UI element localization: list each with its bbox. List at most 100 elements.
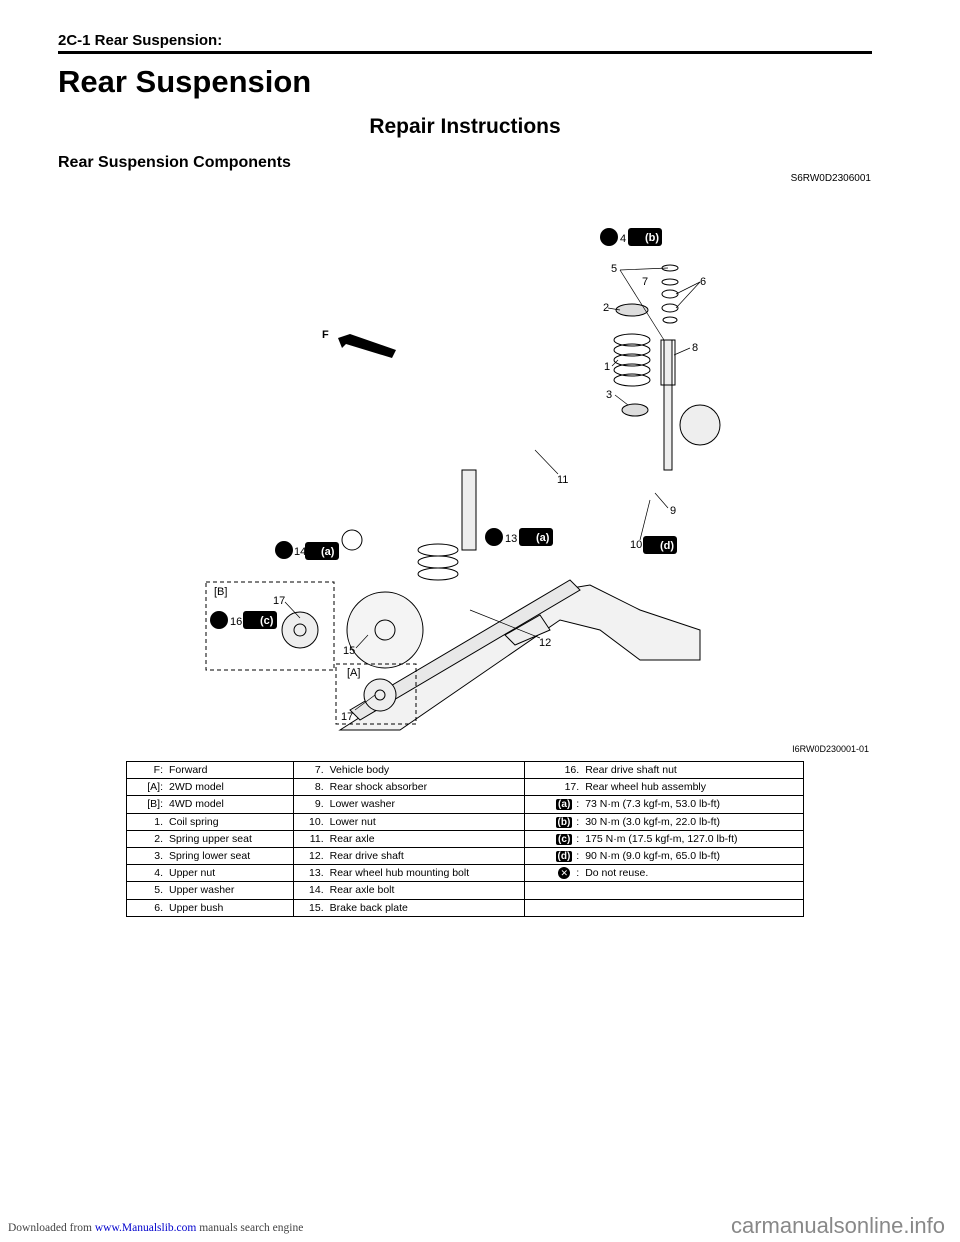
item-label: Rear drive shaft bbox=[329, 850, 404, 863]
callout-3: 3 bbox=[606, 389, 612, 401]
item-label: Upper washer bbox=[169, 884, 235, 897]
legend-cell: 4.Upper nut bbox=[126, 864, 294, 883]
legend-table: F:Forward 7. Vehicle body 16. Rear drive sha… bbox=[126, 760, 804, 917]
header-rule bbox=[58, 51, 872, 54]
box-4wd bbox=[205, 581, 335, 671]
legend-cell: (b):30 N·m (3.0 kgf-m, 22.0 lb-ft) bbox=[524, 812, 804, 831]
legend-cell: (a):73 N·m (7.3 kgf-m, 53.0 lb-ft) bbox=[524, 795, 804, 814]
item-label: Spring lower seat bbox=[169, 850, 251, 863]
item-number: 11. bbox=[309, 832, 324, 845]
callout-8: 8 bbox=[692, 342, 698, 354]
torque-badge bbox=[628, 228, 662, 246]
legend-cell: 10.Lower nut bbox=[292, 812, 526, 831]
do-not-reuse-icon bbox=[210, 611, 228, 629]
item-label: Rear shock absorber bbox=[329, 781, 428, 794]
callout-2: 2 bbox=[603, 302, 609, 314]
legend-cell: [B]:4WD model bbox=[126, 795, 294, 814]
legend-cell: 16. Rear drive shaft nut bbox=[524, 760, 804, 780]
label-2wd: [A] bbox=[347, 667, 360, 679]
item-label: Brake back plate bbox=[329, 901, 408, 914]
torque-badge bbox=[519, 528, 553, 546]
footer-prefix: Downloaded from bbox=[8, 1222, 92, 1234]
torque-badge bbox=[305, 542, 339, 560]
item-label: Forward bbox=[169, 764, 208, 777]
legend-cell: 12.Rear drive shaft bbox=[292, 846, 526, 866]
separator: : bbox=[576, 815, 580, 828]
callout-1: 1 bbox=[604, 361, 610, 373]
legend-cell bbox=[524, 881, 804, 900]
torque-badge: (b) bbox=[555, 816, 573, 828]
legend-cell: 7. Vehicle body bbox=[292, 760, 526, 780]
item-label: 90 N·m (9.0 kgf-m, 65.0 lb-ft) bbox=[585, 850, 720, 863]
legend-cell: [A]:2WD model bbox=[126, 778, 294, 797]
footer-suffix: manuals search engine bbox=[199, 1222, 304, 1234]
callout-5: 5 bbox=[611, 263, 617, 275]
torque-badge bbox=[643, 536, 677, 554]
separator: : bbox=[576, 832, 580, 845]
torque-icon: (c): bbox=[529, 833, 579, 845]
components-diagram: F 2 1 3 5 7 6 8 11 9 12 15 17 17 [B] [A]… bbox=[205, 228, 721, 731]
svg-text:(a): (a) bbox=[321, 546, 335, 558]
callout-10: 10 bbox=[630, 539, 642, 551]
item-label: Coil spring bbox=[169, 815, 219, 828]
item-number: 1. bbox=[154, 815, 163, 828]
item-number: 17. bbox=[564, 781, 580, 794]
forward-arrow bbox=[338, 334, 396, 358]
torque-icon: (d): bbox=[529, 850, 580, 863]
legend-cell: 11.Rear axle bbox=[292, 829, 526, 848]
callout-6: 6 bbox=[700, 276, 706, 288]
do-not-reuse-icon bbox=[600, 228, 618, 246]
item-number: 13. bbox=[309, 867, 324, 880]
item-number: 16. bbox=[564, 764, 580, 777]
drive-shaft bbox=[504, 614, 551, 646]
manualslib-link[interactable]: www.Manualslib.com bbox=[94, 1222, 197, 1234]
item-label: Spring upper seat bbox=[169, 832, 252, 845]
item-label: Upper bush bbox=[169, 901, 224, 914]
callout-15: 15 bbox=[343, 645, 355, 657]
legend-cell bbox=[524, 898, 804, 917]
item-label: Do not reuse. bbox=[585, 867, 649, 880]
separator: : bbox=[576, 850, 580, 863]
running-header: 2C-1 Rear Suspension: bbox=[58, 32, 223, 49]
do-not-reuse-icon bbox=[485, 528, 503, 546]
item-label: Rear drive shaft nut bbox=[585, 764, 677, 777]
item-number: [A]: bbox=[147, 781, 163, 794]
callout-11: 11 bbox=[557, 474, 568, 486]
legend-cell: 5. Upper washer bbox=[126, 881, 294, 900]
callout-14: 14 bbox=[294, 546, 306, 558]
item-number: 8. bbox=[314, 781, 324, 794]
torque-icon: (b): bbox=[529, 816, 579, 828]
callout-9: 9 bbox=[670, 505, 676, 517]
callout-16: 16 bbox=[230, 616, 242, 628]
separator: : bbox=[576, 798, 580, 811]
legend-cell: 9.Lower washer bbox=[292, 795, 526, 814]
item-number: 5. bbox=[154, 884, 163, 897]
legend-cell: F:Forward bbox=[126, 760, 294, 780]
callout-13: 13 bbox=[505, 533, 517, 545]
legend-cell: 13.Rear wheel hub mounting bolt bbox=[292, 864, 526, 883]
rear-axle-beam bbox=[338, 584, 701, 731]
item-number: 2. bbox=[154, 832, 163, 845]
shock-absorber bbox=[663, 339, 673, 471]
item-label: Vehicle body bbox=[329, 764, 390, 777]
item-number: 15. bbox=[309, 901, 324, 914]
label-4wd: [B] bbox=[214, 586, 227, 598]
legend-cell: 15. Brake back plate bbox=[292, 898, 526, 917]
svg-text:(c): (c) bbox=[260, 615, 274, 627]
item-label: Rear axle bolt bbox=[329, 884, 395, 897]
item-number: [B]: bbox=[147, 798, 163, 811]
item-label: Upper nut bbox=[169, 867, 216, 880]
legend-cell: 2. Spring upper seat bbox=[126, 829, 294, 848]
item-label: Lower nut bbox=[329, 815, 376, 828]
item-number: 9. bbox=[314, 798, 324, 811]
svg-text:(a): (a) bbox=[536, 532, 550, 544]
item-number: 3. bbox=[154, 850, 163, 863]
torque-badge bbox=[243, 611, 277, 629]
brake-back-plate bbox=[346, 591, 424, 669]
forward-label: F bbox=[322, 329, 329, 341]
item-number: 7. bbox=[314, 764, 324, 777]
torque-badge: (d) bbox=[555, 851, 573, 863]
